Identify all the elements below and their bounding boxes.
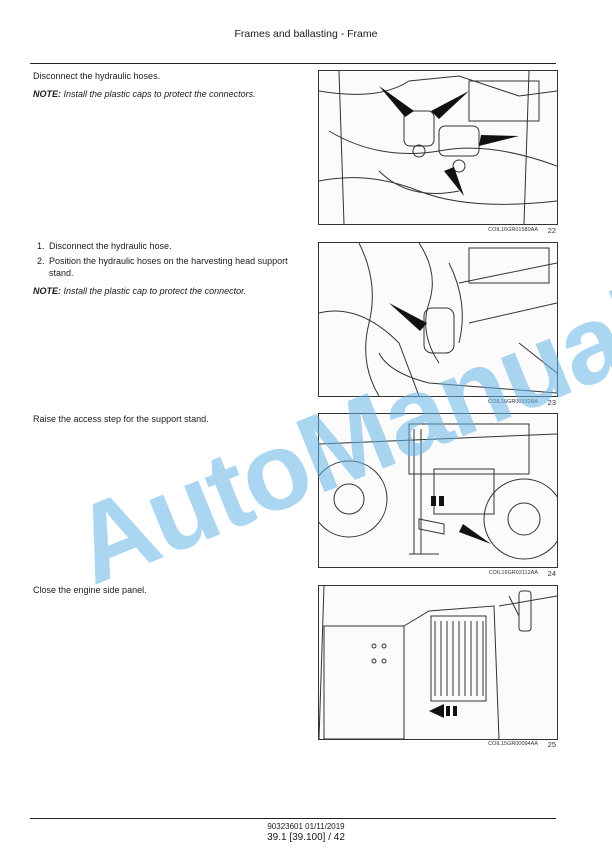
footer-document-id: 90323601 01/11/2019 xyxy=(267,822,345,831)
figure-code: COIL15GR00094AA xyxy=(488,741,538,747)
step-2-text: Disconnect the hydraulic hose. Position … xyxy=(33,240,295,303)
step-1-text: Disconnect the hydraulic hoses. NOTE: In… xyxy=(33,70,295,106)
step-2-note: NOTE: Install the plastic cap to protect… xyxy=(33,285,295,297)
figure-25-image xyxy=(318,585,558,740)
footer-page-number: 39.1 [39.100] / 42 xyxy=(267,832,345,843)
step-1-instruction: Disconnect the hydraulic hoses. xyxy=(33,71,161,81)
step-2-list: Disconnect the hydraulic hose. Position … xyxy=(33,240,295,279)
figure-code: COIL16GR01580AA xyxy=(488,227,538,233)
footer-divider xyxy=(30,818,556,819)
figure-number: 23 xyxy=(547,398,556,407)
figure-code: COIL16GR02112AA xyxy=(488,570,538,576)
list-item: Disconnect the hydraulic hose. xyxy=(47,240,295,252)
note-label: NOTE: xyxy=(33,286,61,296)
figure-number: 24 xyxy=(547,569,556,578)
figure-24-image xyxy=(318,413,558,568)
step-4-instruction: Close the engine side panel. xyxy=(33,585,147,595)
step-1-note: NOTE: Install the plastic caps to protec… xyxy=(33,88,295,100)
note-text: Install the plastic caps to protect the … xyxy=(63,89,256,99)
step-4-text: Close the engine side panel. xyxy=(33,584,295,602)
note-label: NOTE: xyxy=(33,89,61,99)
list-item: Position the hydraulic hoses on the harv… xyxy=(47,255,295,279)
header-divider xyxy=(30,63,556,64)
figure-code: COIL16GR00192AA xyxy=(488,399,538,405)
step-3-instruction: Raise the access step for the support st… xyxy=(33,414,209,424)
figure-22-image xyxy=(318,70,558,225)
figure-23-image xyxy=(318,242,558,397)
note-text: Install the plastic cap to protect the c… xyxy=(63,286,247,296)
figure-number: 25 xyxy=(547,740,556,749)
page-header-title: Frames and ballasting - Frame xyxy=(234,28,378,40)
figure-number: 22 xyxy=(547,226,556,235)
step-3-text: Raise the access step for the support st… xyxy=(33,413,295,431)
